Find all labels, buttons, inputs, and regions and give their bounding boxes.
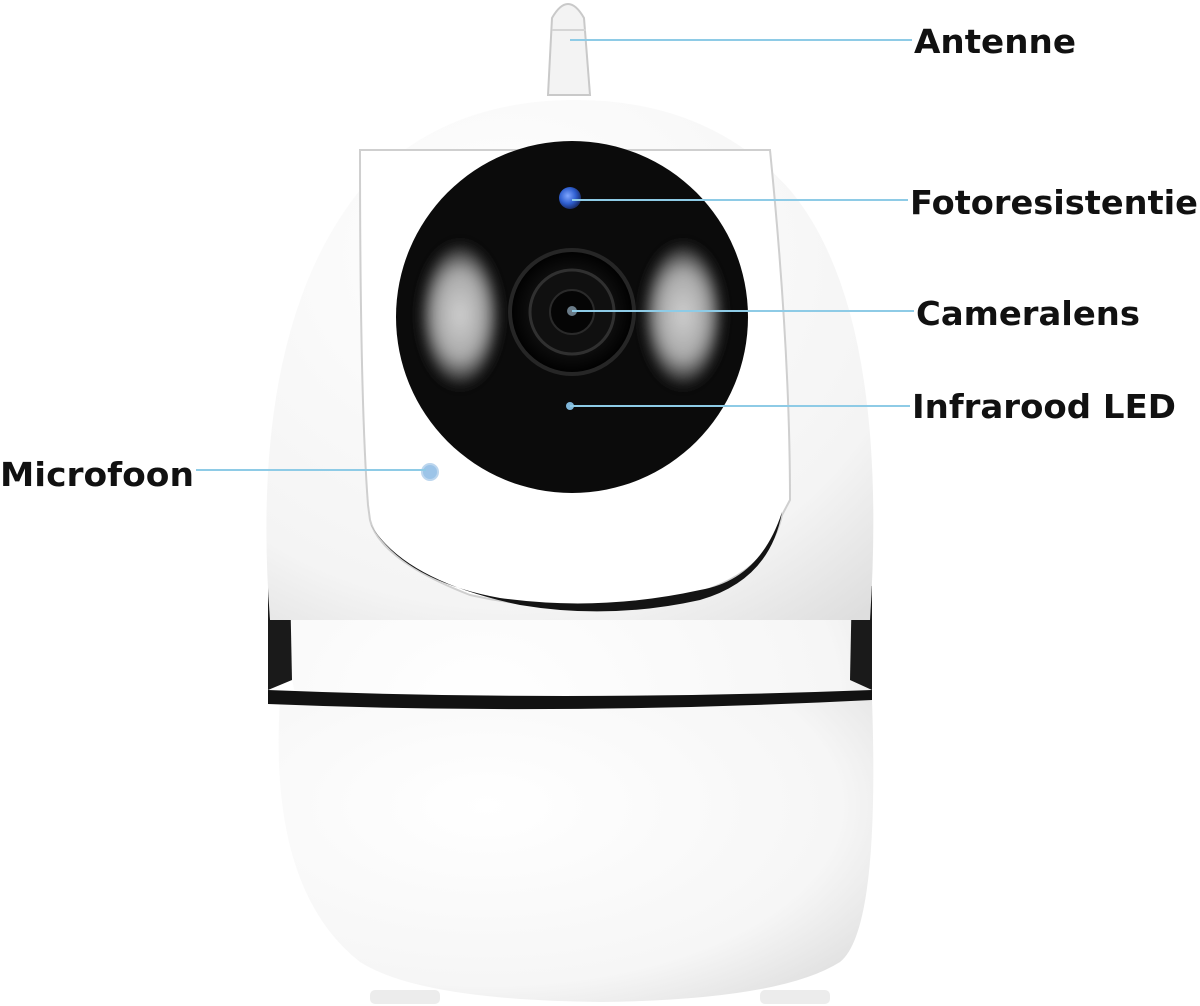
label-antenna: Antenne [914,22,1076,61]
antenna [546,2,592,96]
photoresistor-sensor [559,187,581,209]
label-infrared-led: Infrarood LED [912,387,1176,426]
label-microphone: Microfoon [0,455,194,494]
label-photoresistor: Fotoresistentie [910,183,1198,222]
callout-labels: Antenne Fotoresistentie Cameralens Infra… [0,22,1198,494]
ir-led-cluster-left [420,243,500,387]
ir-led-cluster-right [643,243,723,387]
camera-base [272,548,874,1004]
camera-face [396,141,748,493]
label-camera-lens: Cameralens [916,294,1140,333]
microphone-hole [421,463,439,481]
callout-lines [196,39,914,471]
